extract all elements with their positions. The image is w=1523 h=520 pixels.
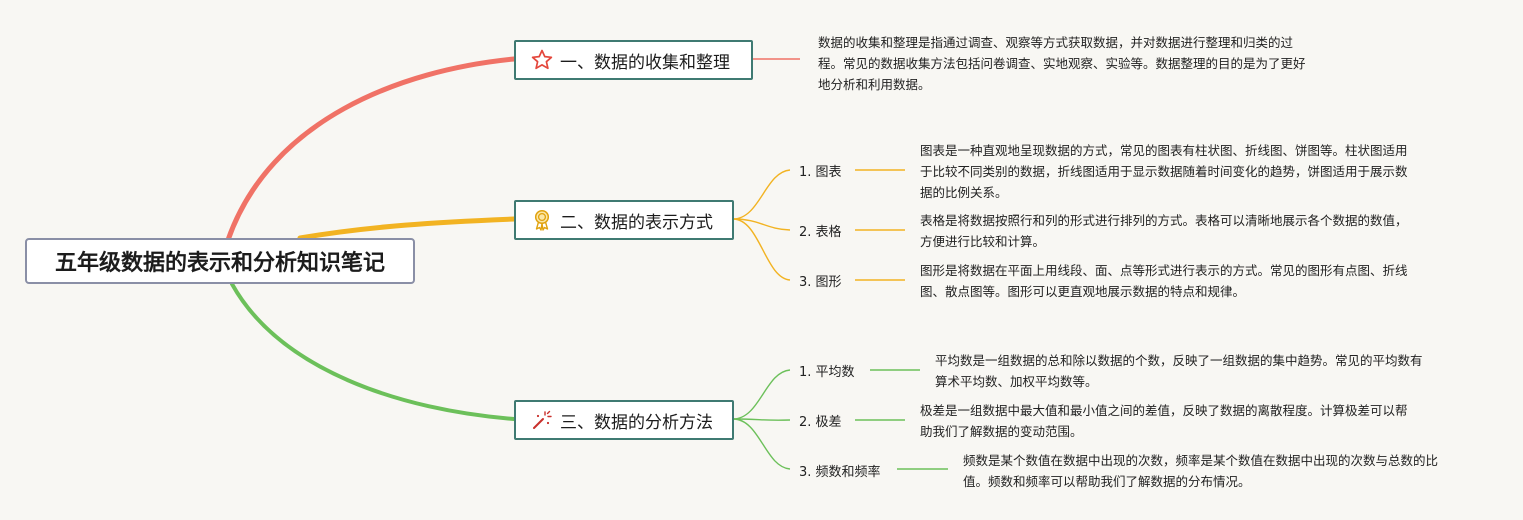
branch-1-description: 数据的收集和整理是指通过调查、观察等方式获取数据，并对数据进行整理和归类的过程。…: [818, 35, 1306, 92]
subtopic-mean[interactable]: 1. 平均数: [799, 365, 855, 380]
subtopic-graph[interactable]: 3. 图形: [799, 275, 842, 290]
subtopic-mean-description: 平均数是一组数据的总和除以数据的个数，反映了一组数据的集中趋势。常见的平均数有算…: [935, 353, 1423, 389]
subtopic-graph-description: 图形是将数据在平面上用线段、面、点等形式进行表示的方式。常见的图形有点图、折线图…: [920, 263, 1408, 299]
subtopic-range-description: 极差是一组数据中最大值和最小值之间的差值，反映了数据的离散程度。计算极差可以帮助…: [920, 403, 1408, 439]
branch-topic-1[interactable]: 一、数据的收集和整理: [514, 40, 753, 80]
branch-topic-3-title: 三、数据的分析方法: [560, 412, 713, 433]
branch-topic-2-title: 二、数据的表示方式: [560, 212, 713, 233]
subtopic-frequency-description: 频数是某个数值在数据中出现的次数，频率是某个数值在数据中出现的次数与总数的比值。…: [963, 453, 1439, 489]
connector-root-branch-2: [297, 216, 517, 241]
subtopic-range[interactable]: 2. 极差: [799, 415, 842, 430]
root-topic-title: 五年级数据的表示和分析知识笔记: [54, 251, 385, 276]
subtopic-chart-description: 图表是一种直观地呈现数据的方式，常见的图表有柱状图、折线图、饼图等。柱状图适用于…: [920, 143, 1408, 200]
connector-root-branch-1: [225, 56, 517, 243]
branch-topic-3[interactable]: 三、数据的分析方法: [514, 400, 734, 440]
award-ribbon-icon: [534, 209, 550, 231]
subtopic-table[interactable]: 2. 表格: [799, 225, 842, 240]
magic-wand-icon: [533, 410, 552, 429]
subtopic-chart[interactable]: 1. 图表: [799, 165, 842, 180]
subtopic-table-description: 表格是将数据按照行和列的形式进行排列的方式。表格可以清晰地展示各个数据的数值，方…: [920, 213, 1408, 249]
subtopic-frequency[interactable]: 3. 频数和频率: [799, 465, 881, 480]
branch-topic-1-title: 一、数据的收集和整理: [560, 52, 730, 73]
branch-topic-2[interactable]: 二、数据的表示方式: [514, 200, 734, 240]
connector-root-branch-3: [230, 282, 516, 421]
root-topic[interactable]: 五年级数据的表示和分析知识笔记: [25, 238, 415, 284]
star-icon: [531, 49, 553, 70]
